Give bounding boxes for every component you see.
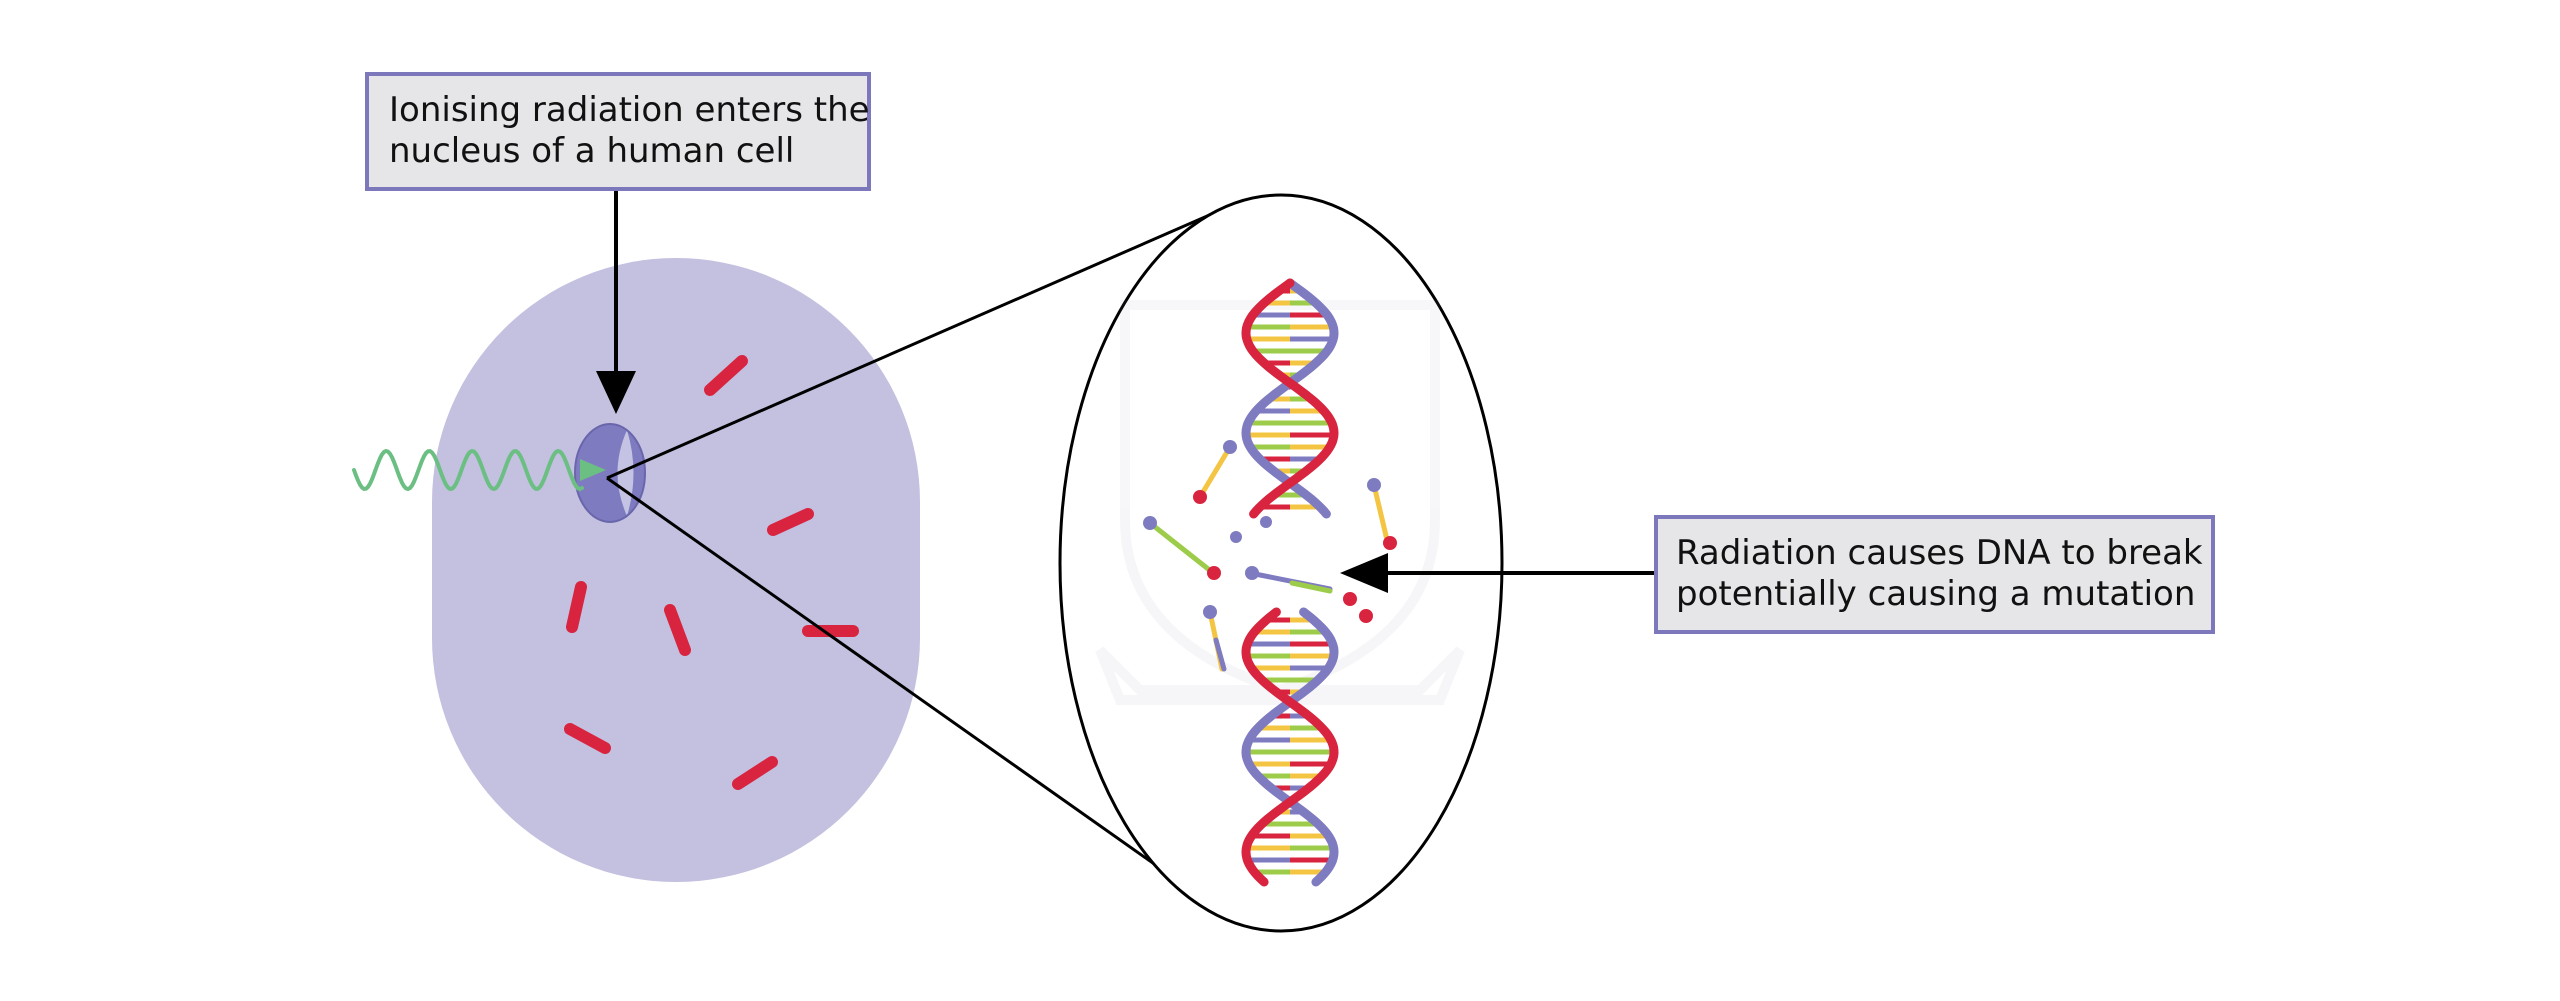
dna-fragment	[1371, 482, 1390, 543]
top-label-arrow	[596, 191, 636, 414]
dna-fragment	[1203, 605, 1217, 619]
dna-fragment	[1343, 592, 1357, 606]
dna-fragment	[1383, 536, 1397, 550]
zoom-lines	[606, 201, 1238, 911]
organelle	[566, 581, 587, 633]
organelle	[664, 604, 691, 656]
organelle	[767, 508, 814, 536]
dna-fragment	[1230, 531, 1242, 543]
dna-fragment	[1207, 566, 1221, 580]
dna-fragment	[1193, 490, 1207, 504]
magnified-dna-view	[1058, 193, 1504, 933]
dna-fragment	[1289, 580, 1333, 594]
label-radiation-enters: Ionising radiation enters the nucleus of…	[365, 72, 871, 191]
dna-fragment	[1143, 516, 1157, 530]
human-cell	[432, 258, 920, 882]
dna-fragments	[1143, 440, 1397, 672]
dna-strand-blue	[1241, 278, 1339, 519]
organelle	[564, 723, 611, 754]
dna-strand-red	[1241, 278, 1339, 519]
label-text-line: Ionising radiation enters the	[389, 90, 870, 130]
cell-organelles	[564, 355, 859, 790]
dna-fragment	[1213, 637, 1227, 672]
dna-strand-blue	[1241, 607, 1339, 887]
dna-fragment	[1359, 609, 1373, 623]
label-dna-break: Radiation causes DNA to break potentiall…	[1654, 515, 2215, 634]
right-label-arrow	[1340, 553, 1654, 593]
radiation-wave-icon	[352, 448, 606, 492]
dna-fragment	[1260, 516, 1272, 528]
label-text-line: nucleus of a human cell	[389, 131, 795, 171]
dna-strand-red	[1241, 607, 1339, 887]
dna-fragment	[1147, 520, 1215, 575]
organelle	[704, 355, 748, 396]
label-text-line: Radiation causes DNA to break	[1676, 533, 2203, 573]
dna-helix-icon	[1241, 278, 1339, 887]
organelle	[732, 756, 778, 790]
dna-fragment	[1197, 444, 1233, 500]
dna-fragment	[1245, 566, 1259, 580]
dna-fragment	[1367, 478, 1381, 492]
dna-fragment	[1223, 440, 1237, 454]
label-text-line: potentially causing a mutation	[1676, 574, 2196, 614]
